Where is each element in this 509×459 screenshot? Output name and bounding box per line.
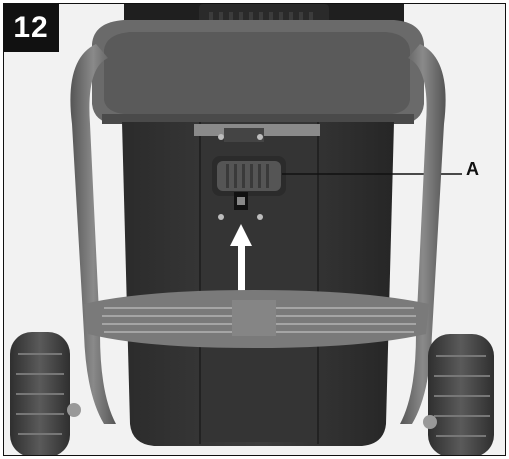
power-switch xyxy=(212,156,286,210)
product-photo xyxy=(3,3,506,456)
frame-handle xyxy=(70,44,446,424)
figure-number-badge: 12 xyxy=(3,3,59,52)
callout-label-a: A xyxy=(466,159,479,179)
motor-housing xyxy=(92,20,424,124)
left-wheel xyxy=(10,332,81,455)
lower-crossbar xyxy=(84,290,429,348)
mounting-screws xyxy=(218,134,263,220)
right-wheel xyxy=(423,334,494,455)
shredder-illustration xyxy=(4,4,505,455)
